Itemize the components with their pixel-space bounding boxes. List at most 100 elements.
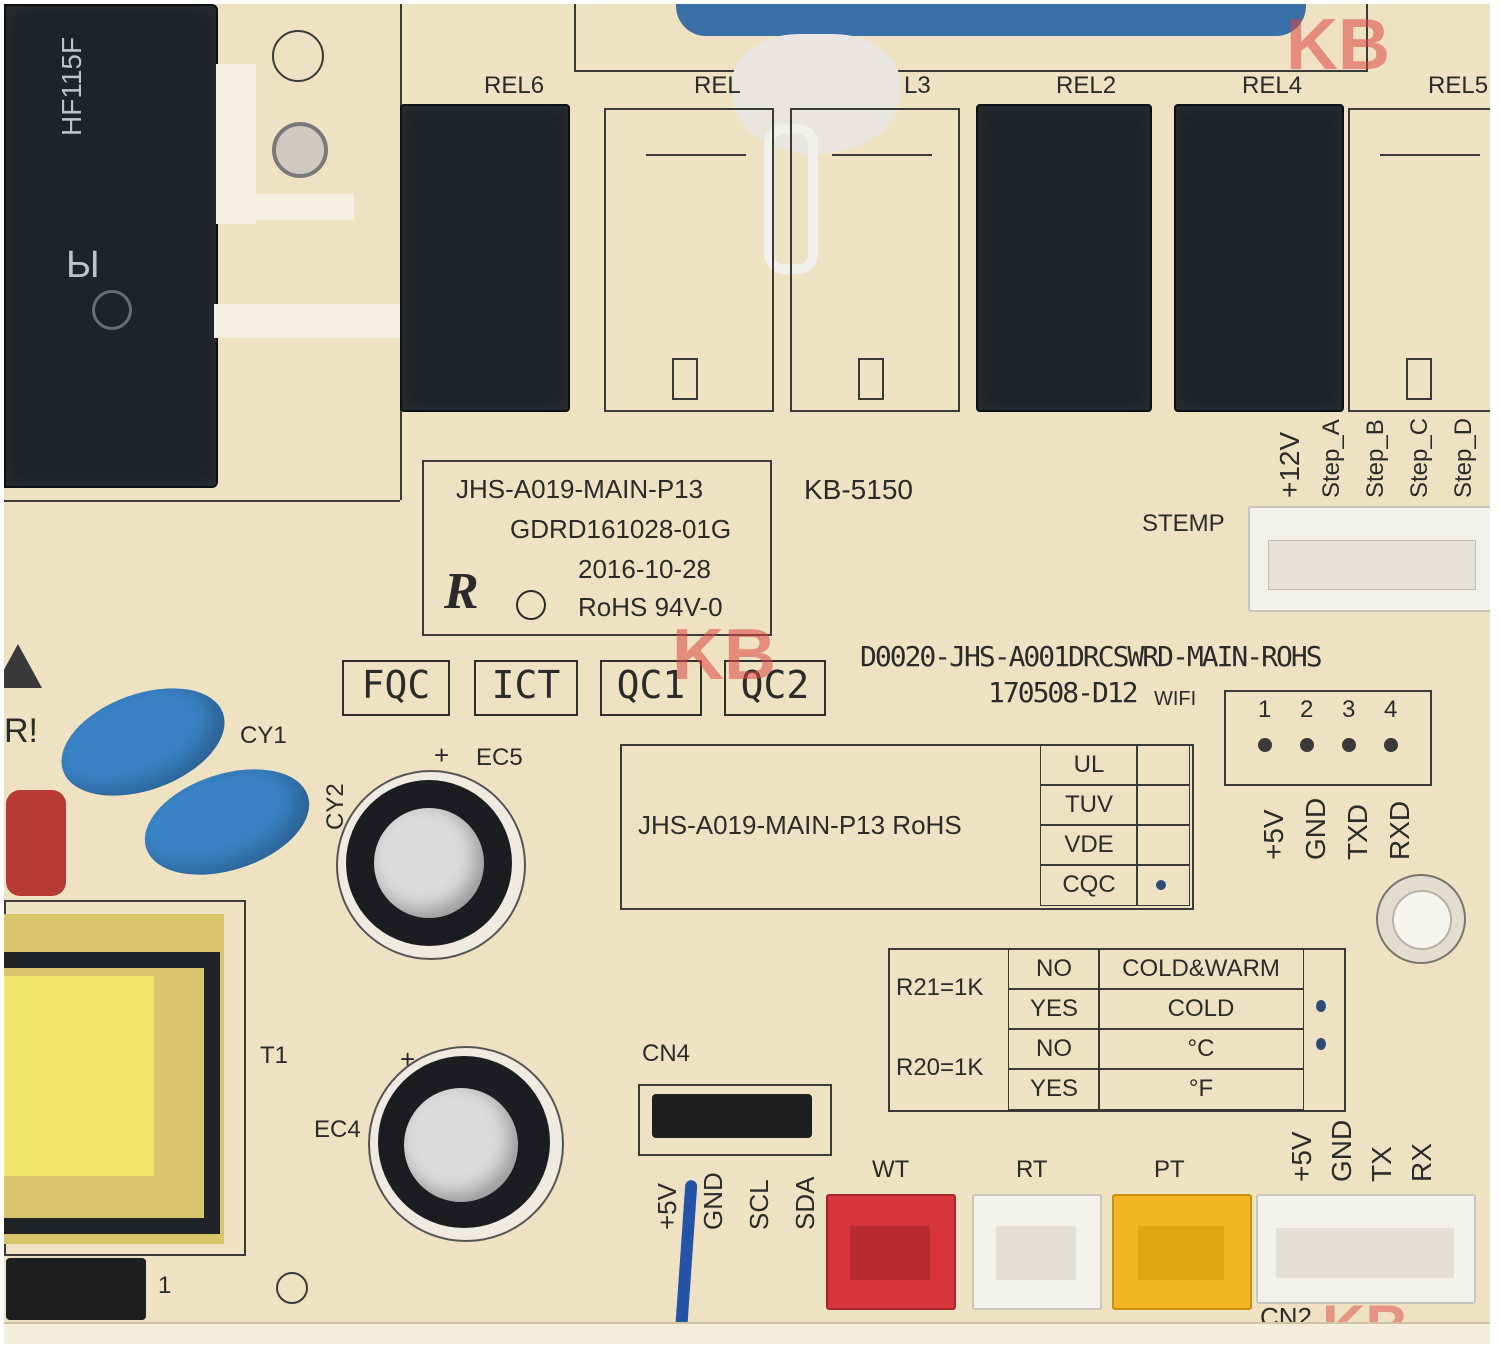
capacitor-ec5-body <box>346 780 512 946</box>
cn2-pin-5v: +5V <box>1286 1131 1317 1182</box>
mount-ring-bottom <box>276 1272 308 1304</box>
board-code-line1: D0020-JHS-A001DRCSWRD-MAIN-ROHS <box>860 640 1323 673</box>
capacitor-ec4 <box>368 1046 564 1242</box>
cert-check-ul <box>1136 744 1190 786</box>
cn4-header[interactable] <box>652 1094 812 1138</box>
stemp-connector[interactable] <box>1248 506 1490 612</box>
stemp-pin-12v: +12V <box>1274 431 1305 498</box>
relay-footprint-3 <box>1348 108 1490 412</box>
label-ec5: EC5 <box>476 744 523 771</box>
transformer-t1 <box>4 914 224 1244</box>
capacitor-ec5 <box>336 770 526 960</box>
config-dot-cold <box>1316 1000 1326 1012</box>
wifi-header-outline <box>1224 690 1432 786</box>
connector-rt-slot <box>996 1226 1076 1280</box>
mount-hole-right <box>1376 874 1466 964</box>
cn4-pin-gnd: GND <box>698 1172 728 1230</box>
label-cy1: CY1 <box>240 722 287 749</box>
qc-tag-fqc: FQC <box>342 660 450 716</box>
connector-pt[interactable] <box>1112 1194 1252 1310</box>
coil-symbol <box>1406 358 1432 400</box>
config-opt-3: NO <box>1008 1028 1100 1070</box>
config-val-1: COLD&WARM <box>1098 948 1304 990</box>
qc-tag-ict: ICT <box>474 660 578 716</box>
connector-cn2-slot <box>1276 1228 1454 1278</box>
cert-check-tuv <box>1136 784 1190 826</box>
main-relay: HF115F Ы <box>4 4 218 488</box>
label-misc: 1 <box>158 1272 172 1299</box>
coil-symbol <box>672 358 698 400</box>
relay-label-rel5: REL5 <box>1428 72 1489 99</box>
cert-row-vde: VDE <box>1040 824 1138 866</box>
cert-row-cqc: CQC <box>1040 864 1138 906</box>
config-dot-celsius <box>1316 1038 1326 1050</box>
sensor-label-pt: PT <box>1154 1156 1185 1183</box>
main-relay-mark: Ы <box>66 244 100 286</box>
transformer-frame <box>4 952 220 1234</box>
qc-tag-qc2: QC2 <box>724 660 826 716</box>
cn4-outline <box>638 1084 832 1156</box>
wifi-num-2: 2 <box>1300 696 1314 723</box>
cert-row-ul: UL <box>1040 744 1138 786</box>
relay-rel2 <box>976 104 1152 412</box>
wifi-num-3: 3 <box>1342 696 1356 723</box>
sensor-label-rt: RT <box>1016 1156 1048 1183</box>
stemp-label: STEMP <box>1142 510 1225 537</box>
main-relay-model: HF115F <box>56 36 87 136</box>
mount-hole <box>272 122 328 178</box>
relay-rel6 <box>400 104 570 412</box>
connector-rt[interactable] <box>972 1194 1102 1310</box>
trace-left-3 <box>244 194 354 220</box>
config-r20: R20=1K <box>896 1054 984 1081</box>
switch-symbol <box>832 140 932 156</box>
white-wire-blob <box>732 34 900 154</box>
relay-label-rel6: REL6 <box>484 72 545 99</box>
stemp-pin-step-a: Step_A <box>1318 419 1345 498</box>
capacitor-ec4-top <box>404 1088 518 1202</box>
wifi-pin-hole <box>1300 738 1314 752</box>
relay-label-rel2: REL2 <box>1056 72 1117 99</box>
config-opt-2: YES <box>1008 988 1100 1030</box>
watermark-middle: KB <box>672 615 776 695</box>
connector-wt[interactable] <box>826 1194 956 1310</box>
cn2-pin-tx: TX <box>1366 1146 1397 1182</box>
wifi-pin-gnd: GND <box>1300 797 1331 860</box>
board-info-box <box>422 460 772 636</box>
connector-cn2[interactable] <box>1256 1194 1476 1304</box>
mount-hole-right-inner <box>1392 890 1452 950</box>
manufacturer-logo: R <box>444 563 479 620</box>
cert-check-cqc <box>1136 864 1190 906</box>
registered-mark <box>516 590 546 620</box>
cn4-pin-sda: SDA <box>790 1176 820 1230</box>
sensor-label-wt: WT <box>872 1156 910 1183</box>
switch-symbol <box>1380 140 1480 156</box>
relay-footprint-1 <box>604 108 774 412</box>
top-outline <box>574 4 1368 72</box>
cn2-pin-rx: RX <box>1406 1143 1437 1182</box>
wifi-pin-hole <box>1258 738 1272 752</box>
board-code-wifi: WIFI <box>1154 688 1197 710</box>
relay-label-rel4: REL4 <box>1242 72 1303 99</box>
top-transformer <box>676 4 1306 36</box>
mount-ring <box>272 30 324 82</box>
qc-tag-qc1: QC1 <box>600 660 702 716</box>
cert-cqc-selected-dot <box>1156 880 1166 890</box>
relay-rel4 <box>1174 104 1344 412</box>
bottom-left-component <box>6 1258 146 1320</box>
relay-label-rel: REL <box>694 72 741 99</box>
red-fuse <box>6 790 66 896</box>
stemp-connector-slot <box>1268 540 1476 590</box>
connector-pt-slot <box>1138 1226 1224 1280</box>
config-r21: R21=1K <box>896 974 984 1001</box>
capacitor-ec5-top <box>374 808 484 918</box>
cert-row-tuv: TUV <box>1040 784 1138 826</box>
board-info-line2: GDRD161028-01G <box>510 514 732 544</box>
main-relay-screw <box>92 290 132 330</box>
cn4-label: CN4 <box>642 1040 691 1067</box>
board-edge-bottom <box>4 1322 1490 1344</box>
wifi-pin-hole <box>1384 738 1398 752</box>
transformer-coil <box>4 976 154 1176</box>
board-info-line4: RoHS 94V-0 <box>578 592 723 622</box>
coil-symbol <box>858 358 884 400</box>
board-info-line3: 2016-10-28 <box>578 554 711 584</box>
